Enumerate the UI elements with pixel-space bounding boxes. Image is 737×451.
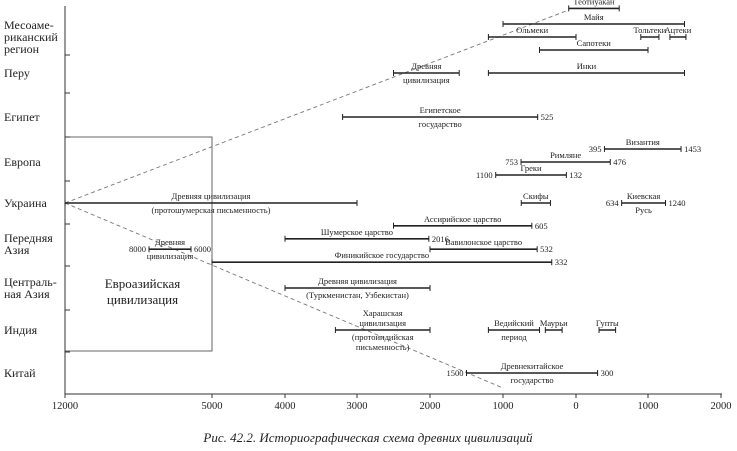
figure-caption: Рис. 42.2. Историографическая схема древ…	[202, 430, 533, 445]
bar-europe-11-end-year: 132	[569, 170, 582, 180]
diagonal-lines-layer	[64, 9, 569, 389]
diagonal-line-upper	[64, 9, 569, 204]
x-tick-label-7: 1000	[638, 401, 659, 412]
bar-ukraine-12-label-0: Древняя цивилизация	[172, 191, 251, 201]
row-label-meso-1: риканский	[4, 30, 58, 44]
x-tick-label-5: 1000	[493, 401, 514, 412]
x-tick-label-2: 4000	[275, 401, 296, 412]
bar-neareast-15-end-year: 605	[535, 221, 548, 231]
bar-china-25-label-1: государство	[510, 375, 553, 385]
bar-india-24-label-0: Гупты	[596, 318, 619, 328]
bar-meso-4-label-0: Ацтеки	[665, 25, 692, 35]
bar-ukraine-14-start-year: 634	[606, 198, 620, 208]
x-tick-label-4: 2000	[420, 401, 441, 412]
row-label-neareast-1: Азия	[4, 243, 30, 257]
bar-neareast-15-label-0: Ассирийское царство	[424, 214, 501, 224]
x-tick-label-3: 3000	[347, 401, 368, 412]
row-label-meso-2: регион	[4, 42, 40, 56]
bar-europe-10-label-0: Римляне	[550, 150, 581, 160]
bar-china-25-end-year: 300	[601, 368, 614, 378]
bar-meso-5-label-0: Сапотеки	[577, 38, 612, 48]
bar-europe-9-label-0: Византия	[626, 137, 660, 147]
x-tick-label-1: 5000	[202, 401, 223, 412]
bar-europe-9-start-year: 395	[589, 144, 602, 154]
row-label-peru-0: Перу	[4, 66, 30, 80]
x-tick-label-8: 2000	[711, 401, 732, 412]
bar-neareast-17-label-0: Древняя	[155, 237, 185, 247]
x-tick-label-0: 12000	[52, 401, 78, 412]
x-ticks-layer: 12000 5000 4000 3000 2000 1000 0 1000 2000	[52, 394, 732, 412]
bar-india-21-label-2: (протоиндийская	[352, 332, 414, 342]
bar-peru-6-label-1: цивилизация	[403, 75, 450, 85]
x-tick-label-6: 0	[573, 401, 578, 412]
bar-ukraine-14-end-year: 1240	[669, 198, 686, 208]
bar-india-22-label-0: Ведийский	[494, 318, 534, 328]
bar-europe-11-start-year: 1100	[476, 170, 493, 180]
bar-peru-7-label-0: Инки	[577, 61, 597, 71]
row-label-neareast-0: Передняя	[4, 231, 53, 245]
bar-neareast-16-label-0: Шумерское царство	[321, 227, 393, 237]
row-label-meso-0: Месоаме-	[4, 18, 54, 32]
row-label-central-0: Централь-	[4, 275, 57, 289]
bar-ukraine-12-label-1: (протошумерская письменность)	[152, 205, 271, 215]
bar-india-21-label-3: письменность)	[356, 342, 410, 352]
bar-egypt-8-label-1: государство	[419, 119, 462, 129]
bar-europe-11-label-0: Греки	[520, 163, 542, 173]
row-label-china-0: Китай	[4, 366, 36, 380]
bar-china-25-label-0: Древнекитайское	[501, 361, 564, 371]
bar-ukraine-14-label-0: Киевская	[627, 191, 661, 201]
row-label-europe-0: Европа	[4, 155, 41, 169]
bar-neareast-19-label-0: Финикийское государство	[335, 250, 429, 260]
row-label-egypt-0: Египет	[4, 110, 40, 124]
bar-neareast-17-start-year: 8000	[129, 244, 146, 254]
bar-india-21-label-0: Харашская	[363, 308, 403, 318]
bar-neareast-17-end-year: 6000	[194, 244, 211, 254]
bar-europe-10-end-year: 476	[613, 157, 626, 167]
bar-ukraine-13-label-0: Скифы	[523, 191, 549, 201]
row-label-central-1: ная Азия	[4, 287, 50, 301]
bar-india-23-label-0: Маурьи	[540, 318, 568, 328]
bar-meso-3-label-0: Тольтеки	[634, 25, 667, 35]
bar-neareast-17-label-1: цивилизация	[147, 251, 194, 261]
bar-india-21-label-1: цивилизация	[359, 318, 406, 328]
bar-india-22-label-1: период	[501, 332, 527, 342]
bar-neareast-16-end-year: 2016	[432, 234, 449, 244]
row-label-ukraine-0: Украина	[4, 196, 47, 210]
bar-egypt-8-end-year: 525	[541, 112, 554, 122]
bar-egypt-8-label-0: Египетское	[420, 105, 461, 115]
bar-meso-1-label-0: Майя	[584, 12, 604, 22]
row-label-india-0: Индия	[4, 323, 38, 337]
eurasian-box-label-0: Евроазийская	[105, 276, 181, 291]
bar-ukraine-14-label-1: Русь	[635, 205, 652, 215]
bar-meso-0-label-0: Теотиуакан	[573, 0, 615, 6]
row-labels-layer: Месоаме-риканскийрегионПеруЕгипетЕвропаУ…	[4, 18, 58, 380]
bar-europe-9-end-year: 1453	[684, 144, 701, 154]
bar-meso-2-label-0: Ольмеки	[516, 25, 549, 35]
bar-europe-10-start-year: 753	[505, 157, 518, 167]
eurasian-box-label-1: цивилизация	[107, 292, 178, 307]
bar-central-20-label-0: Древняя цивилизация	[318, 276, 397, 286]
bar-china-25-start-year: 1500	[447, 368, 464, 378]
bar-neareast-18-end-year: 532	[540, 244, 553, 254]
bar-peru-6-label-0: Древняя	[411, 61, 441, 71]
bar-central-20-label-1: (Туркменистан, Узбекистан)	[306, 290, 409, 300]
bar-neareast-18-label-0: Вавилонское царство	[445, 237, 522, 247]
bar-neareast-19-end-year: 332	[555, 257, 568, 267]
diagonal-line-lower	[64, 202, 504, 389]
